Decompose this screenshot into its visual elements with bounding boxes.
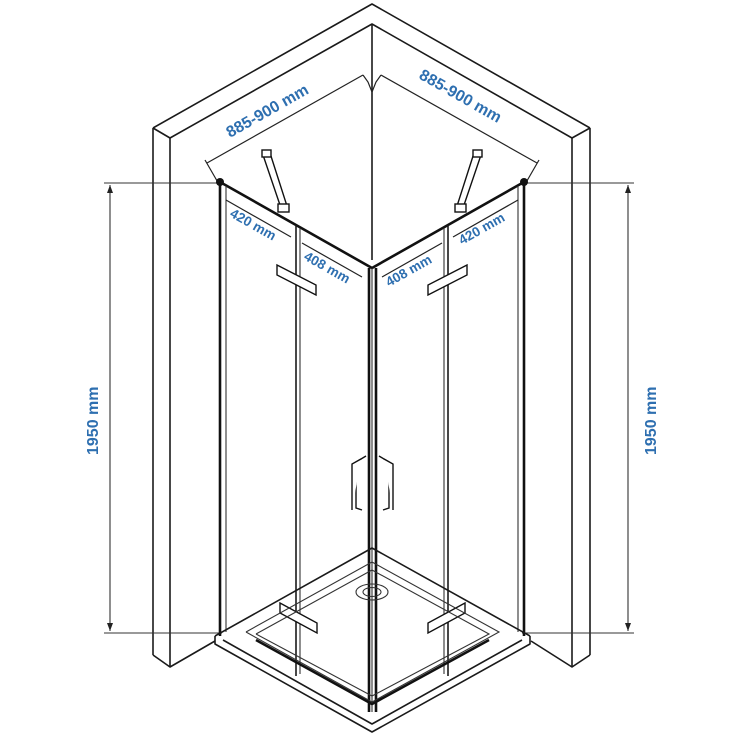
dimension-width-left: 885-900 mm bbox=[204, 74, 382, 187]
label-right-width: 885-900 mm bbox=[416, 67, 504, 127]
stabilizer-bar-left bbox=[261, 149, 290, 213]
label-left-height: 1950 mm bbox=[85, 387, 102, 456]
dimension-height-left: 1950 mm bbox=[85, 182, 222, 634]
label-right-height: 1950 mm bbox=[643, 387, 660, 456]
enclosure-frame bbox=[216, 178, 528, 712]
door-handles bbox=[351, 455, 394, 511]
hinges bbox=[276, 263, 468, 635]
shower-tray bbox=[214, 547, 531, 733]
wall-corner bbox=[152, 3, 591, 668]
stabilizer-bar-right bbox=[454, 149, 483, 213]
dimension-width-right: 885-900 mm bbox=[380, 67, 540, 187]
dimension-height-right: 1950 mm bbox=[522, 182, 660, 634]
